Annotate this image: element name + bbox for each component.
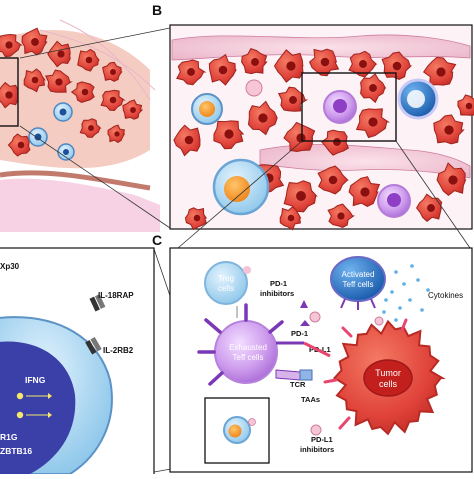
cytokine-dot — [408, 298, 412, 302]
tumor-nucleus — [55, 78, 63, 86]
tumor-label-line2: cells — [379, 379, 398, 389]
panel-label-b: B — [152, 2, 162, 18]
tumor-nucleus — [184, 135, 194, 145]
cytokine-dots — [382, 264, 430, 322]
tumor-nucleus — [320, 57, 330, 67]
tumor-nucleus — [368, 117, 378, 127]
cytokine-dot — [382, 310, 386, 314]
tumor-nucleus — [187, 68, 195, 76]
tumor-nucleus — [88, 125, 94, 131]
tumor-nucleus — [392, 61, 402, 71]
label-zbtb16: ZBTB16 — [0, 446, 32, 456]
cytokine-dot — [426, 288, 430, 292]
pd1-label: PD-1 — [291, 329, 308, 338]
cytokine-dot — [398, 306, 402, 310]
tumor-nucleus — [328, 175, 338, 185]
tumor-nucleus — [427, 204, 435, 212]
tumor-pdl1-ligands — [323, 318, 408, 430]
il2rb2-receptor — [85, 336, 102, 355]
tumor-nucleus — [333, 138, 341, 146]
tumor-nucleus — [110, 69, 116, 75]
cytokine-dot — [384, 298, 388, 302]
nk-cell-nucleus — [0, 341, 76, 474]
panel-c: C Treg cells PD-1 inhibitors Activated T… — [152, 232, 473, 473]
tumor-nucleus — [258, 113, 268, 123]
label-r1g: R1G — [0, 432, 18, 442]
il18rap-receptor — [89, 294, 106, 312]
cytokine-dot — [394, 318, 398, 322]
tumor-nucleus — [5, 41, 13, 49]
cytokine-dot — [420, 308, 424, 312]
tcr-label: TCR — [290, 380, 306, 389]
activated-receptors — [340, 298, 376, 310]
panel-left-bottom: Xp30 IL-18RAP IL-2RB2 IFNG R1G ZBTB16 — [0, 247, 155, 479]
tumor-nucleus — [363, 359, 413, 397]
stroma-strand — [259, 144, 471, 179]
zoom-box-b — [301, 72, 397, 142]
pd1-inhibitors-line1: PD-1 — [270, 279, 287, 288]
treg-cell — [204, 261, 248, 305]
tumor-nucleus — [17, 141, 25, 149]
tumor-label-line1: Tumor — [375, 368, 401, 378]
exhausted-label-line1: Exhausted — [229, 343, 267, 352]
tumor-nucleus — [337, 212, 345, 220]
cytokine-dot — [416, 278, 420, 282]
cytokines-label: Cytokines — [428, 291, 463, 300]
exhausted-teff-cell — [214, 320, 278, 384]
tumor-nucleus — [193, 214, 201, 222]
tumor-nucleus — [57, 50, 65, 58]
tumor-nucleus — [448, 175, 458, 185]
cytokine-dot — [394, 270, 398, 274]
activated-teff-cell — [330, 256, 386, 302]
tumor-nucleus — [31, 38, 39, 46]
tumor-nucleus — [130, 107, 136, 113]
tumor-nucleus — [444, 125, 454, 135]
pd1-inhibitors-line2: inhibitors — [260, 289, 294, 298]
tumor-nucleus — [5, 91, 13, 99]
pdl1-inhibitors-line1: PD-L1 — [311, 435, 333, 444]
pd1-inhibitor-antibody — [300, 320, 310, 326]
panel-a-fragment — [0, 0, 160, 232]
tumor-nucleus — [436, 67, 446, 77]
exhausted-label-line2: Teff cells — [233, 353, 264, 362]
taas-label: TAAs — [301, 395, 320, 404]
zoom-box-a — [0, 57, 19, 127]
label-ifng: IFNG — [25, 375, 46, 385]
cytokine-dot — [402, 282, 406, 286]
label-xp30: Xp30 — [0, 262, 20, 271]
tumor-nucleus — [218, 65, 228, 75]
tumor-nucleus — [465, 102, 473, 110]
tumor-nucleus — [359, 60, 367, 68]
exhausted-pd1-receptors — [197, 303, 284, 386]
tumor-nucleus — [286, 61, 296, 71]
tumor-nucleus — [360, 187, 370, 197]
tumor-nucleus — [85, 56, 93, 64]
cytokine-dot — [410, 264, 414, 268]
cytokine-dot — [390, 290, 394, 294]
label-il2rb2: IL-2RB2 — [103, 346, 134, 355]
tumor-nucleus — [109, 96, 117, 104]
tumor-nucleus — [369, 84, 377, 92]
pd1-inhibitor-antibody — [300, 300, 308, 308]
activated-label-line2: Teff cells — [343, 280, 374, 289]
tcr-complex — [275, 369, 301, 381]
tumor-nucleus — [81, 88, 89, 96]
tumor-nucleus — [224, 129, 234, 139]
tumor-nucleus — [31, 76, 39, 84]
tumor-nucleus — [289, 96, 297, 104]
taa-mhc — [299, 369, 313, 381]
panel-b: B — [152, 2, 474, 231]
treg-label-line1: Treg — [218, 274, 234, 283]
treg-label-line2: cells — [218, 284, 234, 293]
panel-label-c: C — [152, 232, 162, 248]
tumor-nucleus — [114, 131, 120, 137]
pdl1-inhibitors-line2: inhibitors — [300, 445, 334, 454]
tumor-nucleus — [287, 214, 295, 222]
label-il18rap: IL-18RAP — [98, 291, 134, 300]
tumor-nucleus — [251, 58, 259, 66]
tumor-nucleus — [296, 191, 306, 201]
activated-label-line1: Activated — [342, 270, 375, 279]
